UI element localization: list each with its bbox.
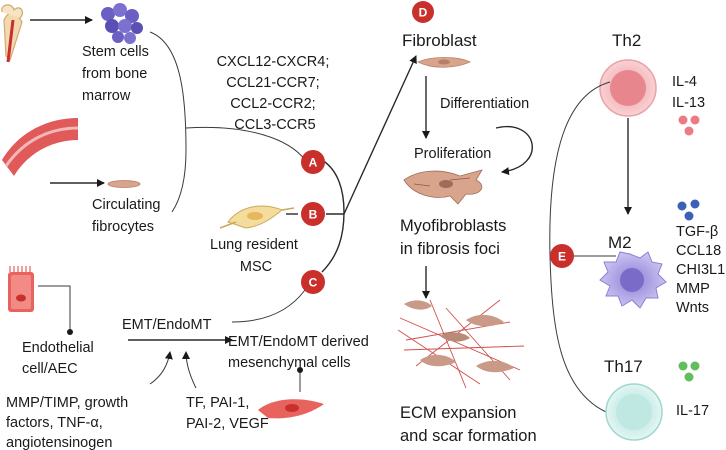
badge-c: C <box>301 270 325 294</box>
svg-text:A: A <box>309 156 318 170</box>
th2-cytokines-label: IL-4 IL-13 <box>672 74 705 111</box>
fibroblast-label: Fibroblast <box>402 31 477 50</box>
svg-text:E: E <box>558 250 566 264</box>
proliferation-label: Proliferation <box>414 146 491 162</box>
m2-factor-dots-icon <box>677 199 700 221</box>
proliferation-loop <box>495 125 533 176</box>
svg-text:D: D <box>419 6 428 20</box>
msc-cell-icon <box>219 205 295 229</box>
stem-cells-icon <box>101 3 143 44</box>
th17-cytokines-label: IL-17 <box>676 403 709 419</box>
tf-factors-label: TF, PAI-1, PAI-2, VEGF <box>186 395 269 432</box>
th17-cytokine-dots-icon <box>678 361 700 382</box>
factors-label: MMP/TIMP, growth factors, TNF-α, angiote… <box>6 395 132 450</box>
convergence-bracket <box>321 159 345 273</box>
endothelial-label: Endothelial cell/AEC <box>22 340 98 377</box>
myofibroblasts-label: Myofibroblasts in fibrosis foci <box>400 217 511 258</box>
badge-b: B <box>301 202 325 226</box>
differentiation-label: Differentiation <box>440 96 529 112</box>
fibrocyte-cell-icon <box>107 180 141 188</box>
myofibroblast-cells-icon <box>403 169 483 205</box>
emt-label: EMT/EndoMT <box>122 317 212 333</box>
to-fibroblast-arrow <box>343 55 417 215</box>
endothelial-link <box>38 285 71 330</box>
emt-to-c-curve <box>231 289 306 323</box>
svg-text:C: C <box>309 276 318 290</box>
mesenchymal-cell-icon <box>258 399 324 419</box>
stem-cells-label: Stem cells from bone marrow <box>82 44 153 104</box>
m2-cell-icon <box>599 251 667 309</box>
fibroblast-cell-icon <box>417 57 471 68</box>
m2-label: M2 <box>608 233 632 252</box>
th2-cytokine-dots-icon <box>678 115 700 136</box>
badge-d: D <box>412 1 434 23</box>
factors-feedback-arrow <box>149 351 173 385</box>
chemokines-label: CXCL12-CXCR4; CCL21-CCR7; CCL2-CCR2; CCL… <box>217 54 334 133</box>
emt-derived-label: EMT/EndoMT derived mesenchymal cells <box>228 334 373 371</box>
ecm-scar-icon <box>397 299 525 389</box>
badge-e: E <box>550 244 574 268</box>
m2-factors-label: TGF-β CCL18 CHI3L1 MMP Wnts <box>676 224 726 316</box>
mesenchymal-link-dot <box>297 367 303 373</box>
endothelial-link-dot <box>67 329 73 335</box>
bone-icon <box>1 4 24 63</box>
lung-msc-label: Lung resident MSC <box>210 237 302 275</box>
th2-cell-icon <box>599 59 657 117</box>
th2-label: Th2 <box>612 31 641 50</box>
tf-feedback-arrow <box>182 351 197 389</box>
ecm-label: ECM expansion and scar formation <box>400 404 537 445</box>
th17-label: Th17 <box>604 357 643 376</box>
blood-vessel-icon <box>2 118 79 176</box>
th17-cell-icon <box>605 383 663 441</box>
svg-text:B: B <box>309 208 318 222</box>
badge-a: A <box>301 150 325 174</box>
stem-fibrocyte-curve <box>149 31 187 213</box>
fibrocytes-label: Circulating fibrocytes <box>92 197 165 235</box>
endothelial-cell-icon <box>8 266 34 312</box>
curve-to-a <box>185 126 306 161</box>
e-connector-curve <box>549 81 611 413</box>
